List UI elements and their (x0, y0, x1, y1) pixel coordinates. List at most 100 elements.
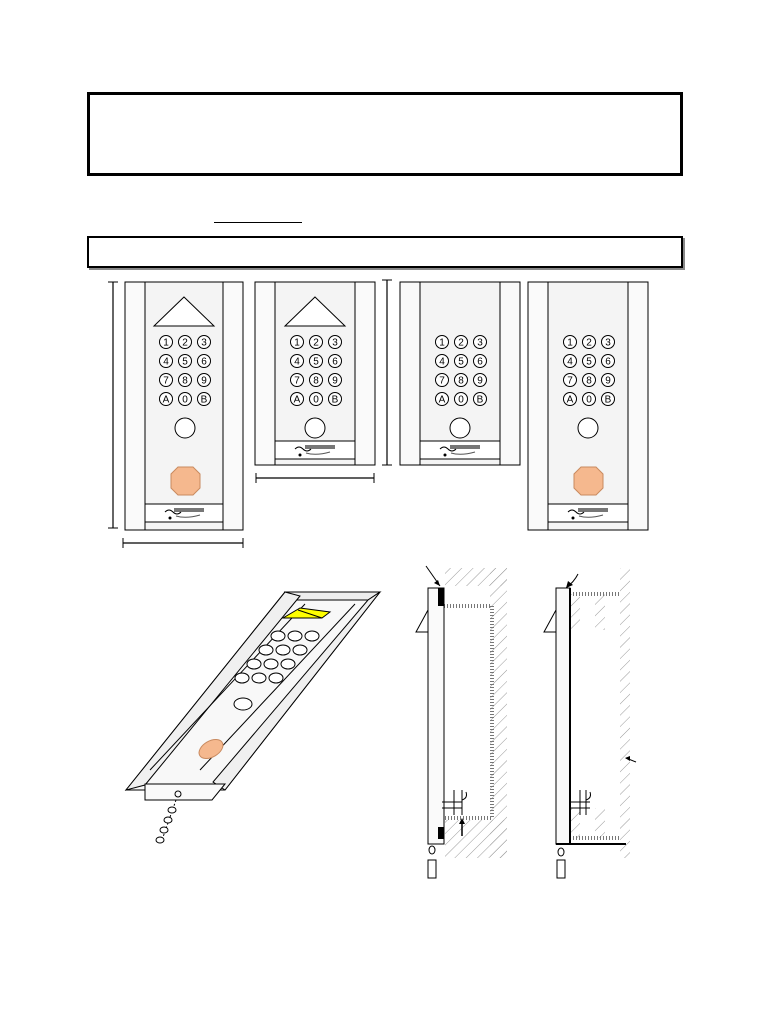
proximity-reader-icon (304, 417, 326, 439)
perspective-key (246, 658, 262, 670)
keypad-key (454, 373, 468, 387)
keypad-key-label: 1 (439, 338, 445, 349)
keypad-key-label: 0 (586, 395, 592, 406)
keypad-key (178, 373, 192, 387)
perspective-key (270, 630, 286, 642)
keypad-key (197, 354, 211, 368)
keypad-key-label: A (567, 395, 574, 406)
keypad-key (178, 354, 192, 368)
keypad-key (582, 373, 596, 387)
keypad-key (582, 354, 596, 368)
keypad-key (197, 335, 211, 349)
keypad-key-label: 1 (567, 338, 573, 349)
keypad-key-label: 4 (567, 357, 573, 368)
subtitle-underline (214, 222, 302, 223)
keypad-key (309, 335, 323, 349)
keypad-key (197, 373, 211, 387)
keypad-key (290, 392, 304, 406)
keypad-key-label: 8 (182, 376, 188, 387)
reader-pad-icon (198, 739, 224, 759)
keypad-key-label: 0 (182, 395, 188, 406)
title-box (87, 92, 683, 176)
keypad-key-label: 2 (182, 338, 188, 349)
keypad-key-label: 7 (439, 376, 445, 387)
keypad-key (328, 392, 342, 406)
keypad-key (328, 335, 342, 349)
arrow-triangle-icon (283, 296, 347, 327)
keypad-key-label: A (294, 395, 301, 406)
keypad-key (563, 335, 577, 349)
keypad-key-label: 4 (439, 357, 445, 368)
keypad-key (309, 392, 323, 406)
screw-icon (155, 799, 177, 844)
logo-badge-icon (567, 508, 608, 520)
section-view-2 (543, 568, 637, 879)
reader-pad-icon (573, 466, 604, 496)
fixing-bolt-icon (570, 790, 591, 815)
perspective-key (287, 630, 303, 642)
perspective-key (263, 658, 279, 670)
keypad-key (601, 392, 615, 406)
keypad-key (290, 373, 304, 387)
keypad-key (309, 373, 323, 387)
keypad-key-label: B (605, 395, 612, 406)
keypad-key-label: 8 (586, 376, 592, 387)
keypad-key (473, 354, 487, 368)
perspective-key (234, 672, 250, 684)
keypad-key-label: 3 (477, 338, 483, 349)
keypad-key (582, 335, 596, 349)
keypad-key-label: A (163, 395, 170, 406)
keypad-key (435, 354, 449, 368)
keypad-key-label: 7 (163, 376, 169, 387)
keypad-key (309, 354, 323, 368)
keypad-key (435, 373, 449, 387)
keypad-key-label: 4 (294, 357, 300, 368)
keypad-key-label: B (332, 395, 339, 406)
keypad-key (473, 335, 487, 349)
keypad-key-label: 7 (567, 376, 573, 387)
keypad-key-label: 5 (313, 357, 319, 368)
perspective-key (251, 672, 267, 684)
keypad-key (563, 392, 577, 406)
keypad-key (159, 373, 173, 387)
section-view-1 (415, 565, 507, 879)
keypad-key (435, 392, 449, 406)
keypad-key-label: 2 (586, 338, 592, 349)
keypad-key-label: 5 (458, 357, 464, 368)
keypad-key-label: 1 (294, 338, 300, 349)
keypad-key-label: 3 (201, 338, 207, 349)
keypad-key (563, 373, 577, 387)
keypad-key-label: 6 (201, 357, 207, 368)
keypad-key (601, 373, 615, 387)
keypad-key-label: 9 (332, 376, 338, 387)
perspective-key (292, 644, 308, 656)
keypad-key (328, 373, 342, 387)
keypad-key-label: B (477, 395, 484, 406)
keypad-key (159, 354, 173, 368)
keypad-key (197, 392, 211, 406)
keypad-key (473, 392, 487, 406)
keypad-key (290, 354, 304, 368)
keypad-key (582, 392, 596, 406)
keypad-key-label: 8 (313, 376, 319, 387)
keypad-key-label: 6 (332, 357, 338, 368)
keypad-key (601, 335, 615, 349)
keypad-key-label: 4 (163, 357, 169, 368)
keypad-key (290, 335, 304, 349)
keypad-key-label: 6 (477, 357, 483, 368)
keypad-key-label: 9 (477, 376, 483, 387)
keypad-key-label: 0 (458, 395, 464, 406)
reader-pad-icon (170, 466, 201, 496)
keypad-key (328, 354, 342, 368)
perspective-keypad (234, 630, 320, 684)
keypad-key (178, 392, 192, 406)
keypad-key (601, 354, 615, 368)
perspective-key (304, 630, 320, 642)
